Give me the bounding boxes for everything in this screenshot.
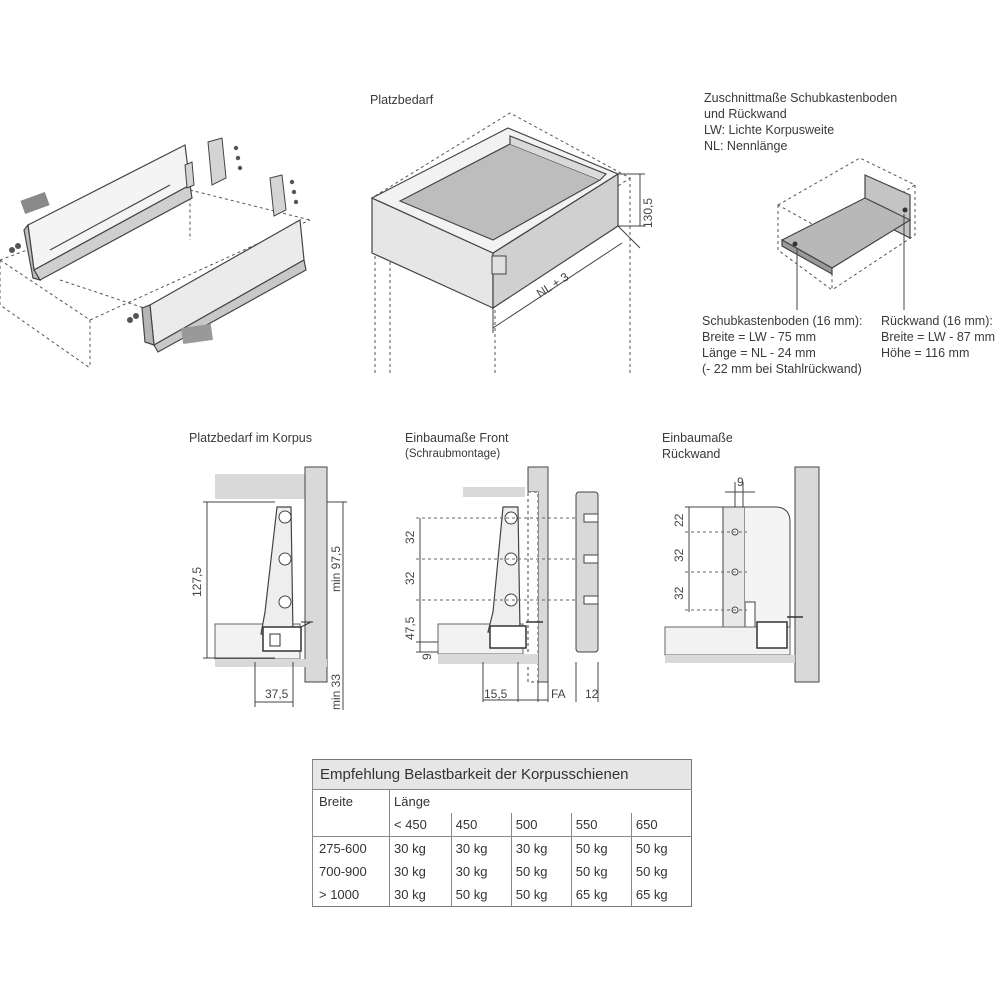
table-cell: 65 kg: [630, 883, 692, 907]
table-header-laenge: Länge: [389, 789, 692, 813]
boden-breite: Breite = LW - 75 mm: [702, 330, 817, 344]
table-cell: 50 kg: [570, 860, 632, 883]
table-cell: 50 kg: [510, 883, 572, 907]
rueckwand-title: Rückwand (16 mm):: [881, 314, 993, 328]
table-length-0: < 450: [389, 813, 452, 837]
platzbedarf-korpus-drawing: 127,5 min 97,5 37,5 min 33: [190, 466, 347, 710]
heading-einbau-rueck-line1: Einbaumaße: [662, 431, 733, 445]
dim-fa: FA: [551, 687, 566, 701]
table-row: 275-600 30 kg 30 kg 30 kg 50 kg 50 kg: [312, 836, 692, 860]
dim-22: 22: [672, 513, 686, 527]
legend-lw: LW: Lichte Korpusweite: [704, 123, 835, 137]
heading-zuschnitt-line1: Zuschnittmaße Schubkastenboden: [704, 91, 898, 105]
table-cell: 50 kg: [510, 860, 572, 883]
table-row: 700-900 30 kg 30 kg 50 kg 50 kg 50 kg: [312, 860, 692, 883]
dim-9-r: 9: [737, 475, 744, 489]
table-row-breite: > 1000: [312, 883, 390, 907]
dim-32-c: 32: [672, 548, 686, 562]
rueckwand-breite: Breite = LW - 87 mm: [881, 330, 996, 344]
table-cell: 30 kg: [450, 860, 512, 883]
dim-47-5: 47,5: [403, 616, 417, 640]
table-cell: 30 kg: [510, 836, 572, 860]
table-cell: 50 kg: [630, 836, 692, 860]
table-cell: 30 kg: [389, 836, 452, 860]
zuschnitt-drawing: [776, 157, 917, 310]
dim-15-5: 15,5: [484, 687, 508, 701]
dim-12: 12: [585, 687, 599, 701]
heading-einbau-rueck-line2: Rückwand: [662, 447, 721, 461]
table-cell: 65 kg: [570, 883, 632, 907]
table-cell: 30 kg: [389, 860, 452, 883]
table-header-breite: Breite: [312, 789, 390, 813]
table-cell: 50 kg: [630, 860, 692, 883]
boden-laenge: Länge = NL - 24 mm: [702, 346, 816, 360]
table-cell: 30 kg: [389, 883, 452, 907]
dim-127-5: 127,5: [190, 567, 204, 597]
table-length-4: 650: [630, 813, 692, 837]
dim-9: 9: [420, 653, 434, 660]
exploded-drawer-drawing: [0, 137, 311, 369]
legend-nl: NL: Nennlänge: [704, 139, 788, 153]
dim-min-97-5: min 97,5: [329, 546, 343, 592]
table-header-empty: [312, 813, 390, 837]
einbau-rueckwand-drawing: 22 32 32 9: [664, 466, 820, 683]
boden-title: Schubkastenboden (16 mm):: [702, 314, 863, 328]
table-title: Empfehlung Belastbarkeit der Korpusschie…: [312, 759, 692, 790]
table-cell: 50 kg: [570, 836, 632, 860]
table-row-breite: 700-900: [312, 860, 390, 883]
table-row-breite: 275-600: [312, 836, 390, 860]
table-length-2: 500: [510, 813, 572, 837]
heading-einbau-front: Einbaumaße Front: [405, 431, 509, 445]
table-cell: 50 kg: [450, 883, 512, 907]
heading-einbau-front-sub: (Schraubmontage): [405, 448, 501, 460]
table-row: > 1000 30 kg 50 kg 50 kg 65 kg 65 kg: [312, 883, 692, 907]
einbau-front-drawing: 32 32 47,5 9 15,5 FA 12: [403, 466, 599, 702]
table-length-3: 550: [570, 813, 632, 837]
rueckwand-hoehe: Höhe = 116 mm: [881, 346, 970, 360]
table-length-1: 450: [450, 813, 512, 837]
dim-32-d: 32: [672, 586, 686, 600]
dim-32-a: 32: [403, 530, 417, 544]
platzbedarf-drawing: 130,5 NL + 3: [370, 112, 655, 373]
load-capacity-table: Empfehlung Belastbarkeit der Korpusschie…: [312, 759, 692, 907]
table-cell: 30 kg: [450, 836, 512, 860]
dim-min-33: min 33: [329, 674, 343, 710]
dim-32-b: 32: [403, 571, 417, 585]
dim-37-5: 37,5: [265, 687, 289, 701]
heading-platzbedarf: Platzbedarf: [370, 93, 434, 107]
heading-zuschnitt-line2: und Rückwand: [704, 107, 787, 121]
dim-130-5: 130,5: [641, 198, 655, 228]
heading-platzbedarf-korpus: Platzbedarf im Korpus: [189, 431, 312, 445]
boden-note: (- 22 mm bei Stahlrückwand): [702, 362, 862, 376]
